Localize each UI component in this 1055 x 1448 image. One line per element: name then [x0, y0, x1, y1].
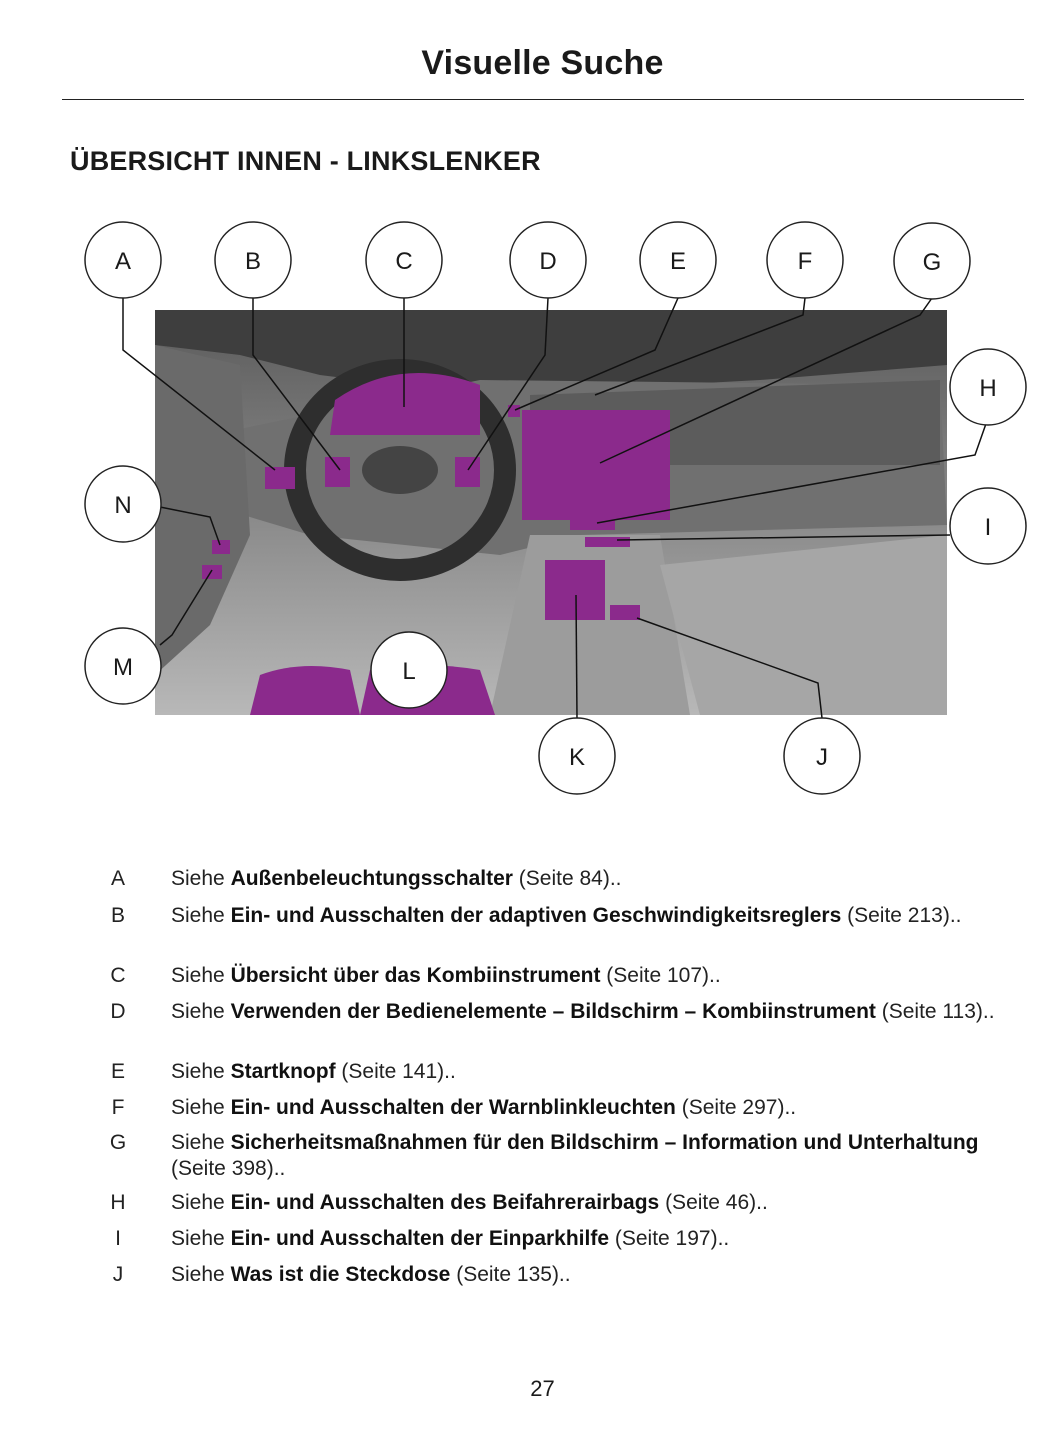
highlight-right-wheel-controls — [455, 457, 480, 487]
legend-letter: E — [110, 1060, 125, 1083]
callout-a — [84, 221, 162, 299]
highlight-seat-left — [250, 666, 360, 715]
callout-k — [538, 717, 616, 795]
callout-label-e: E — [670, 248, 686, 275]
legend-text: Siehe Ein- und Ausschalten der Warnblink… — [171, 1096, 797, 1119]
callout-n — [84, 465, 162, 543]
highlight-instrument-cluster — [330, 373, 480, 435]
callout-h — [949, 348, 1027, 426]
highlight-start-button — [508, 405, 520, 417]
callout-label-l: L — [402, 658, 415, 685]
callout-l — [370, 631, 448, 709]
interior-overview-figure: A B C D E F G H I J K L M N — [60, 205, 1055, 815]
callout-b — [214, 221, 292, 299]
callout-label-i: I — [985, 514, 992, 541]
page-title: Visuelle Suche — [421, 44, 664, 82]
callout-i — [949, 487, 1027, 565]
center-console — [490, 535, 690, 715]
legend-letter: J — [112, 1263, 124, 1286]
legend-letter: C — [110, 964, 126, 987]
callout-label-c: C — [395, 248, 412, 275]
legend-text: Siehe Was ist die Steckdose (Seite 135).… — [171, 1263, 571, 1286]
legend-text: Siehe Ein- und Ausschalten der Einparkhi… — [171, 1227, 730, 1250]
legend-link[interactable]: Ein- und Ausschalten des Beifahrerairbag… — [230, 1191, 660, 1214]
legend-text: Siehe Ein- und Ausschalten des Beifahrer… — [171, 1191, 768, 1214]
legend-link[interactable]: Ein- und Ausschalten der adaptiven Gesch… — [230, 904, 842, 927]
legend-letter: I — [115, 1227, 121, 1250]
callout-label-g: G — [923, 249, 942, 276]
callout-label-k: K — [569, 744, 585, 771]
legend-link[interactable]: Verwenden der Bedienelemente – Bildschir… — [230, 1000, 876, 1023]
callout-label-f: F — [798, 248, 813, 275]
legend-letter: F — [111, 1096, 125, 1119]
legend-link[interactable]: Was ist die Steckdose — [230, 1263, 451, 1286]
highlight-storage-tray — [545, 560, 605, 620]
dashboard-illustration: A B C D E F G H I J K L M N — [84, 221, 1027, 795]
callout-label-j: J — [816, 744, 828, 771]
legend-link[interactable]: Ein- und Ausschalten der Warnblinkleucht… — [230, 1096, 676, 1119]
legend-letter: B — [110, 904, 125, 927]
callout-label-b: B — [245, 248, 261, 275]
legend-link[interactable]: Ein- und Ausschalten der Einparkhilfe — [230, 1227, 610, 1250]
callout-g — [893, 222, 971, 300]
callout-label-a: A — [115, 248, 131, 275]
callout-label-d: D — [539, 248, 556, 275]
callout-d — [509, 221, 587, 299]
callout-f — [766, 221, 844, 299]
callout-label-h: H — [979, 375, 996, 402]
highlight-left-wheel-controls — [325, 457, 350, 487]
callout-label-n: N — [114, 492, 131, 519]
legend-text: Siehe Ein- und Ausschalten der adaptiven… — [171, 904, 962, 927]
title-divider — [62, 99, 1024, 100]
callout-j — [783, 717, 861, 795]
legend-text: Siehe Verwenden der Bedienelemente – Bil… — [171, 1000, 995, 1023]
section-heading: ÜBERSICHT INNEN - LINKSLENKER — [70, 146, 541, 176]
legend-link[interactable]: Übersicht über das Kombiinstrument — [230, 964, 601, 987]
highlight-light-switch — [265, 467, 295, 489]
callout-m — [84, 627, 162, 705]
legend-letter: G — [109, 1131, 127, 1154]
callout-circles — [84, 221, 1027, 795]
highlight-airbag-switch — [570, 520, 615, 530]
steering-hub — [362, 446, 438, 494]
highlight-infotainment-screen — [522, 410, 670, 520]
legend-link[interactable]: Sicherheitsmaßnahmen für den Bildschirm … — [230, 1131, 979, 1154]
page-number: 27 — [530, 1376, 555, 1401]
callout-leader-lines — [122, 297, 989, 719]
highlight-park-assist — [585, 537, 630, 547]
driver-door — [155, 345, 250, 675]
legend-letter: D — [110, 1000, 126, 1023]
passenger-footwell — [660, 535, 947, 715]
callout-e — [639, 221, 717, 299]
legend-text: Siehe Übersicht über das Kombiinstrument… — [171, 964, 721, 987]
legend-link[interactable]: Außenbeleuchtungsschalter — [230, 867, 513, 890]
callout-labels: A B C D E F G H I J K L M N — [113, 248, 997, 771]
legend-text: Siehe Startknopf (Seite 141).. — [171, 1060, 456, 1083]
legend-text: Siehe Sicherheitsmaßnahmen für den Bilds… — [171, 1131, 979, 1180]
legend-letter: H — [110, 1191, 126, 1214]
callout-c — [365, 221, 443, 299]
legend-link[interactable]: Startknopf — [230, 1060, 336, 1083]
highlight-power-socket — [610, 605, 640, 620]
highlight-mirror-switch — [202, 565, 222, 579]
legend-text: Siehe Außenbeleuchtungsschalter (Seite 8… — [171, 867, 622, 890]
legend-letter: A — [110, 867, 125, 890]
callout-label-m: M — [113, 654, 133, 681]
highlight-window-switch — [212, 540, 230, 554]
